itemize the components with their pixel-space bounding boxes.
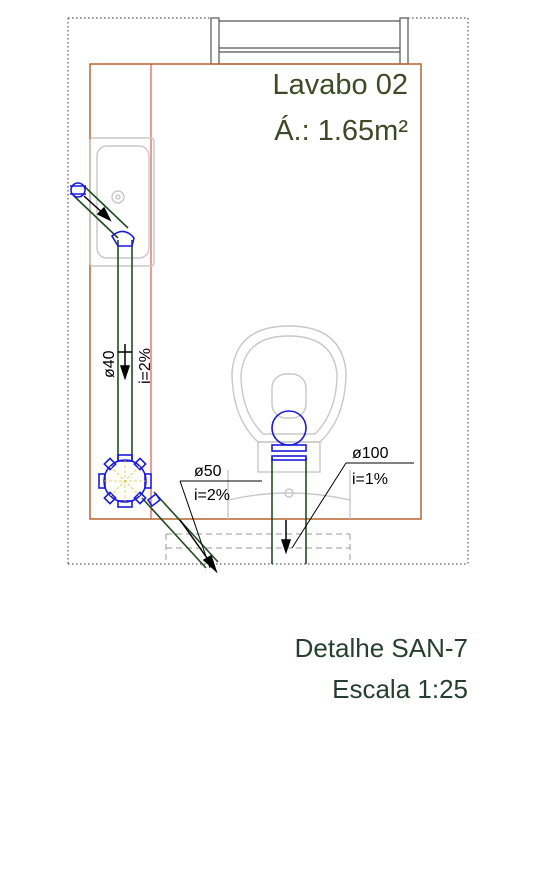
toilet-pipe-slope: i=1% <box>352 471 388 488</box>
branch-pipe-diameter: ø50 <box>194 463 222 480</box>
outer-boundary <box>67 17 469 565</box>
branch-pipe-slope: i=2% <box>194 487 230 504</box>
label-leaders <box>179 462 414 569</box>
hidden-lines <box>165 533 351 564</box>
vertical-pipe-slope: i=2% <box>137 348 154 384</box>
room-name: Lavabo 02 <box>273 69 408 101</box>
window <box>210 17 409 65</box>
room-area: Á.: 1.65m² <box>274 114 408 147</box>
pipe-fittings <box>70 182 307 508</box>
toilet-pipe-diameter: ø100 <box>352 445 389 462</box>
toilet-fixture <box>227 325 351 519</box>
vertical-pipe-diameter: ø40 <box>101 350 118 378</box>
room-outline <box>89 63 422 520</box>
flow-arrows <box>83 195 292 574</box>
scale-label: Escala 1:25 <box>332 674 468 704</box>
detail-title: Detalhe SAN-7 <box>294 633 468 663</box>
drain-box-centerlines <box>104 460 146 502</box>
drawing-caption: Detalhe SAN-7 Escala 1:25 <box>295 628 468 710</box>
pipe-network <box>73 185 307 569</box>
